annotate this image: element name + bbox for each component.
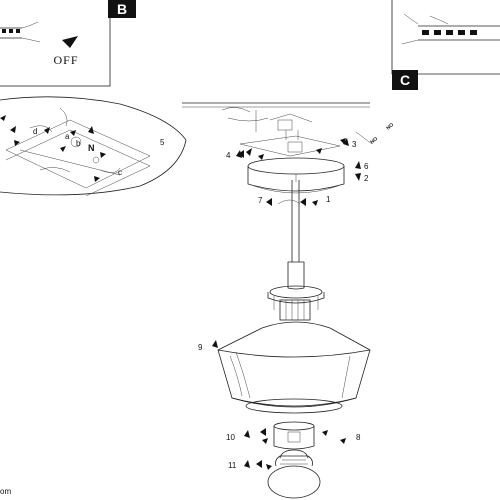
panel-b-tag bbox=[108, 0, 136, 18]
callout-5: 5 bbox=[160, 138, 165, 147]
panel-c-tag bbox=[392, 70, 418, 90]
panel-b: B OFF bbox=[0, 0, 136, 87]
callout-2: 2 bbox=[364, 174, 369, 183]
callout-1: 1 bbox=[326, 195, 331, 204]
callout-6: 6 bbox=[364, 162, 369, 171]
callouts: 3 4 6 2 7 1 9 10 8 11 bbox=[198, 138, 369, 470]
svg-text:N: N bbox=[88, 143, 95, 153]
footer-fragment: om bbox=[0, 487, 11, 496]
svg-text:NO: NO bbox=[369, 136, 379, 145]
panel-c: C bbox=[391, 0, 500, 90]
svg-text:NO: NO bbox=[385, 122, 395, 131]
callout-11: 11 bbox=[228, 461, 237, 470]
terminal-block-c bbox=[401, 13, 500, 45]
off-label: OFF bbox=[53, 53, 78, 67]
callout-3: 3 bbox=[352, 140, 357, 149]
callout-10: 10 bbox=[226, 433, 235, 442]
shade-holder bbox=[267, 285, 325, 321]
canopy bbox=[247, 157, 345, 194]
detail-letter-d: d bbox=[33, 127, 37, 136]
glass-shade bbox=[217, 321, 371, 414]
detail-magnifier: d a b c N 5 bbox=[0, 96, 187, 197]
light-bulb bbox=[256, 449, 321, 499]
detail-letter-a: a bbox=[65, 132, 70, 141]
panel-b-tag-label: B bbox=[117, 1, 127, 17]
callout-7: 7 bbox=[258, 196, 263, 205]
socket-assembly bbox=[260, 421, 346, 450]
ceiling-mount: NO NO bbox=[182, 102, 395, 160]
off-arrow-icon bbox=[62, 36, 78, 48]
terminal-block-b bbox=[0, 21, 41, 43]
callout-8: 8 bbox=[356, 433, 361, 442]
callout-4: 4 bbox=[226, 151, 231, 160]
callout-9: 9 bbox=[198, 343, 203, 352]
pendant-rod bbox=[266, 180, 318, 290]
panel-c-tag-label: C bbox=[400, 72, 410, 88]
detail-letter-c: c bbox=[118, 168, 122, 177]
detail-letter-b: b bbox=[76, 139, 81, 148]
